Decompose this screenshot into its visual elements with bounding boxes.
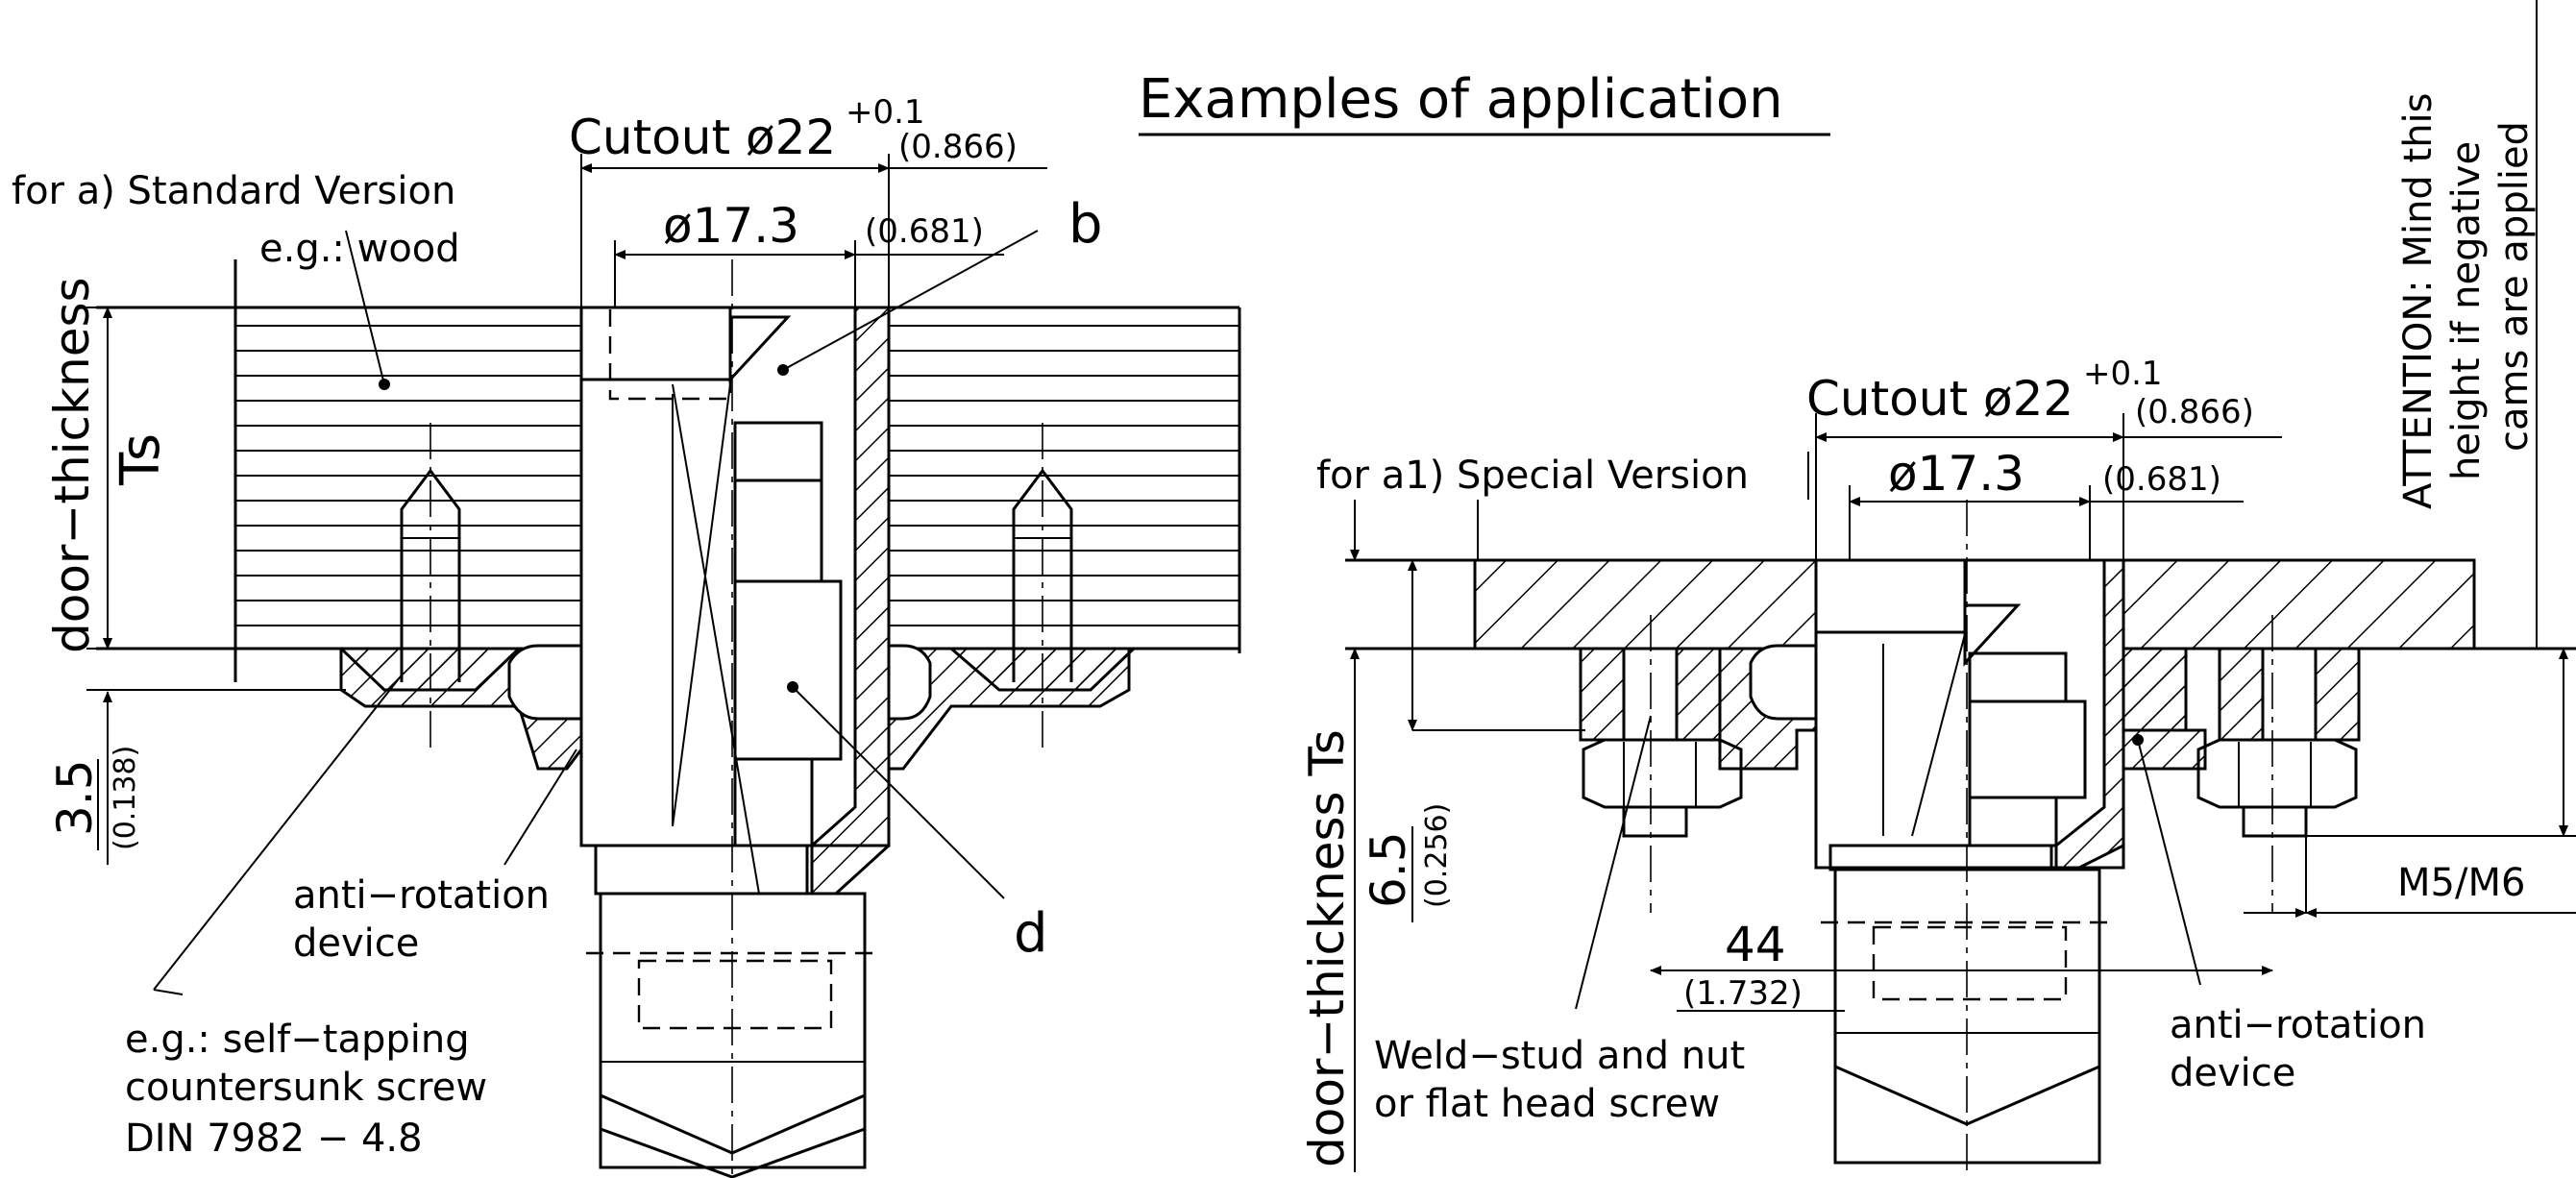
callout-d: d <box>1014 902 1048 965</box>
right-cutout-label: Cutout ø22 <box>1806 371 2073 427</box>
left-screw-line2: countersunk screw <box>125 1066 487 1110</box>
attention-note: ATTENTION: Mind this height if negative … <box>2396 0 2568 837</box>
right-cutout-dimension: Cutout ø22 +0.1 (0.866) <box>1806 355 2282 560</box>
right-inner-dia-inch: (0.681) <box>2102 460 2221 499</box>
thread-dimension: M5/M6 <box>2244 835 2576 918</box>
right-height-value: 6.5 <box>1361 831 1416 908</box>
right-assembly <box>1345 500 2576 1172</box>
attention-line1: ATTENTION: Mind this <box>2396 92 2441 509</box>
left-thickness-label: door−thickness <box>44 277 100 653</box>
callout-b: b <box>1068 193 1103 256</box>
right-inner-dia-label: ø17.3 <box>1888 446 2024 502</box>
right-thickness-label: door−thickness Ts <box>1299 729 1355 1167</box>
right-cutout-tolerance: +0.1 <box>2083 355 2163 393</box>
attention-line3: cams are applied <box>2492 121 2537 452</box>
left-anti-rotation-line2: device <box>293 921 419 966</box>
right-anti-rotation-line2: device <box>2170 1051 2295 1095</box>
right-height-inch: (0.256) <box>1420 803 1454 908</box>
left-inner-dia-label: ø17.3 <box>663 198 799 254</box>
right-spacing-inch: (1.732) <box>1683 974 1803 1013</box>
left-assembly <box>96 259 1241 1178</box>
right-panel-right <box>2122 558 2476 650</box>
left-cutout-label: Cutout ø22 <box>569 110 836 165</box>
left-screw-line1: e.g.: self−tapping <box>125 1018 470 1062</box>
attention-line2: height if negative <box>2444 141 2489 480</box>
right-weld-stud-2 <box>2196 615 2361 913</box>
right-panel-left <box>1473 558 1818 650</box>
left-inner-diameter-dimension: ø17.3 (0.681) <box>614 198 1004 307</box>
left-wood-panel-left <box>235 307 581 649</box>
right-spacing-value: 44 <box>1725 917 1786 972</box>
left-thickness-dimension: door−thickness Ts 3.5 (0.138) <box>44 277 346 865</box>
left-cutout-inch: (0.866) <box>898 128 1018 166</box>
right-spacing-dimension: 44 (1.732) <box>1650 917 2273 1013</box>
left-wood-panel-right <box>889 307 1239 649</box>
right-cutout-inch: (0.866) <box>2135 393 2254 431</box>
left-inner-dia-inch: (0.681) <box>865 212 984 251</box>
left-height-inch: (0.138) <box>109 746 142 850</box>
left-version-label: for a) Standard Version <box>12 169 455 213</box>
right-thickness-dimension: door−thickness Ts 6.5 (0.256) <box>1299 500 1585 1172</box>
left-screw-line3: DIN 7982 − 4.8 <box>125 1117 423 1161</box>
left-cutout-dimension: Cutout ø22 +0.1 (0.866) <box>569 93 1047 307</box>
thread-label: M5/M6 <box>2397 861 2525 905</box>
right-weld-stud-1 <box>1579 615 1743 913</box>
right-anti-rotation-line1: anti−rotation <box>2170 1003 2426 1047</box>
right-stud-line2: or flat head screw <box>1374 1082 1720 1126</box>
right-stud-line1: Weld−stud and nut <box>1374 1034 1745 1078</box>
right-version-label: for a1) Special Version <box>1316 454 1749 498</box>
left-material-label: e.g.: wood <box>259 227 460 271</box>
left-anti-rotation-line1: anti−rotation <box>293 873 550 918</box>
left-height-value: 3.5 <box>47 759 103 836</box>
diagram-title: Examples of application <box>1139 68 1783 131</box>
right-inner-diameter-dimension: ø17.3 (0.681) <box>1849 446 2244 560</box>
left-cutout-tolerance: +0.1 <box>846 93 925 132</box>
left-ts-label: Ts <box>110 433 172 486</box>
left-callouts: b d <box>345 193 1103 965</box>
